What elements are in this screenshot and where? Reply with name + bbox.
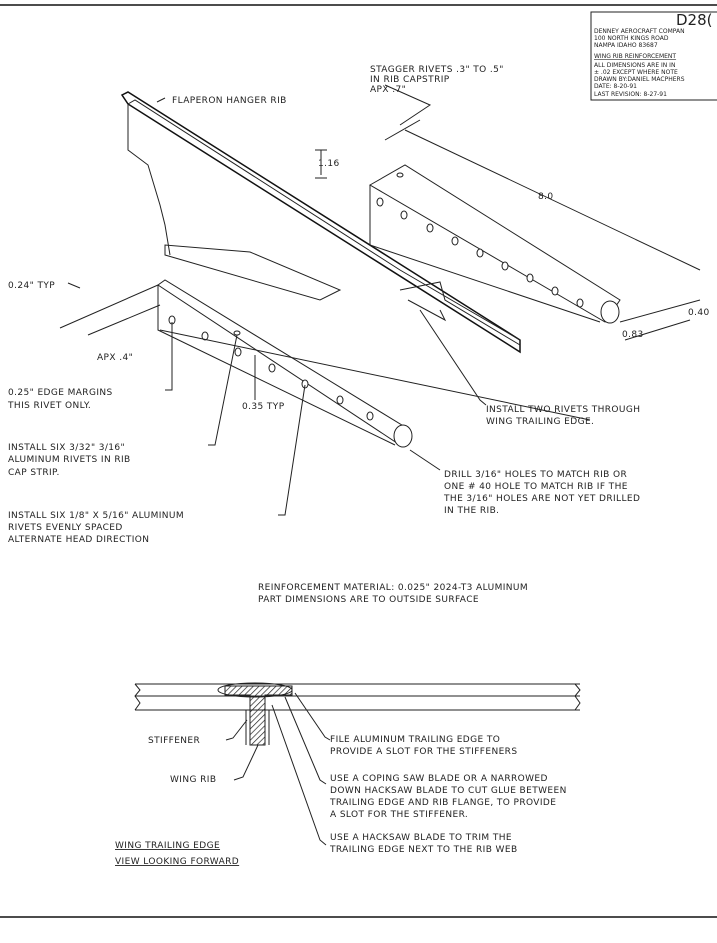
dim-0-35: 0.35 TYP [242,402,285,412]
install-six-cap-2: ALUMINUM RIVETS IN RIB [8,455,131,465]
coping-note-2: DOWN HACKSAW BLADE TO CUT GLUE BETWEEN [330,786,567,796]
hacksaw-note-2: TRAILING EDGE NEXT TO THE RIB WEB [329,845,518,855]
dim-0-24: 0.24" TYP [8,281,55,291]
install-two-1: INSTALL TWO RIVETS THROUGH [486,405,640,415]
material-note-2: PART DIMENSIONS ARE TO OUTSIDE SURFACE [258,595,479,605]
rivet-holes [376,172,584,308]
caption-1: WING TRAILING EDGE [115,841,220,851]
caption-2: VIEW LOOKING FORWARD [115,857,239,867]
coping-note-4: A SLOT FOR THE STIFFENER. [330,810,468,820]
install-six-cap-1: INSTALL SIX 3/32" 3/16" [8,443,125,453]
dimension-note: ALL DIMENSIONS ARE IN IN [594,62,675,69]
dim-8-0: 8.0 [538,192,554,202]
edge-margins-1: 0.25" EDGE MARGINS [8,388,113,398]
coping-note-3: TRAILING EDGE AND RIB FLANGE, TO PROVIDE [329,798,556,808]
right-reinforcement-strip [368,164,621,324]
stagger-note-1: STAGGER RIVETS .3" TO .5" [370,65,504,75]
drill-note-3: THE 3/16" HOLES ARE NOT YET DRILLED [443,494,640,504]
install-six-cap-3: CAP STRIP. [8,468,60,478]
drawn-by: DRAWN BY:DANIEL MACPHERS [594,76,685,83]
dim-apx-4: APX .4" [97,353,133,363]
dim-1-16: 1.16 [318,159,340,169]
hacksaw-note-1: USE A HACKSAW BLADE TO TRIM THE [330,833,512,843]
isometric-view-labels: STAGGER RIVETS .3" TO .5" IN RIB CAPSTRI… [7,65,710,545]
dim-0-83: 0.83 [622,330,644,340]
wing-rib-label: WING RIB [170,775,216,785]
stiffener-label: STIFFENER [148,736,200,746]
flaperon-label: FLAPERON HANGER RIB [172,96,287,106]
dim-0-40: 0.40 [688,308,710,318]
file-note-2: PROVIDE A SLOT FOR THE STIFFENERS [330,747,517,757]
edge-margins-2: THIS RIVET ONLY. [7,401,91,411]
drawing-title: WING RIB REINFORCEMENT [594,53,676,60]
drill-note-2: ONE # 40 HOLE TO MATCH RIB IF THE [444,482,628,492]
section-view: STIFFENER WING RIB FILE ALUMINUM TRAILIN… [115,682,581,867]
last-revision: LAST REVISION: 8-27-91 [594,91,667,98]
drill-note-1: DRILL 3/16" HOLES TO MATCH RIB OR [444,470,627,480]
material-note-1: REINFORCEMENT MATERIAL: 0.025" 2024-T3 A… [258,583,528,593]
drawing-number: D28( [676,11,713,29]
coping-note-1: USE A COPING SAW BLADE OR A NARROWED [330,774,548,784]
drill-note-4: IN THE RIB. [444,506,499,516]
title-block: D28( DENNEY AEROCRAFT COMPAN 100 NORTH K… [590,11,717,101]
install-six-alum-2: RIVETS EVENLY SPACED [8,523,123,533]
flaperon-hanger-rib [120,91,521,354]
file-note-1: FILE ALUMINUM TRAILING EDGE TO [330,735,500,745]
stagger-note-2: IN RIB CAPSTRIP [370,75,450,85]
install-six-alum-1: INSTALL SIX 1/8" X 5/16" ALUMINUM [8,511,184,521]
install-two-2: WING TRAILING EDGE. [486,417,594,427]
tolerance-note: ± .02 EXCEPT WHERE NOTE [594,69,678,76]
dimension-lines [59,84,701,516]
company-address: 100 NORTH KINGS ROAD [594,35,669,42]
company-city: NAMPA IDAHO 83687 [594,42,658,49]
date: DATE: 8-20-91 [594,83,637,90]
install-six-alum-3: ALTERNATE HEAD DIRECTION [8,535,149,545]
company-name: DENNEY AEROCRAFT COMPAN [594,28,685,35]
stagger-note-3: APX .7" [370,85,406,95]
left-reinforcement-strip [157,279,413,448]
